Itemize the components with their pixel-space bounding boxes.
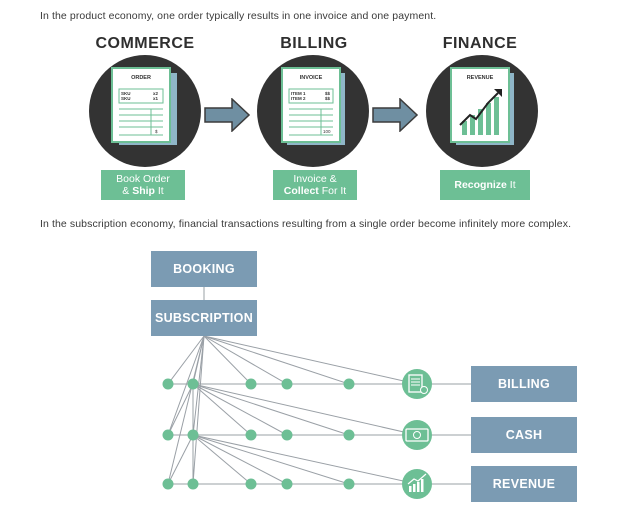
stage-title-commerce: COMMERCE bbox=[95, 35, 195, 52]
stage-label-billing: Invoice & Collect For It bbox=[273, 170, 357, 200]
output-revenue-box: REVENUE bbox=[471, 466, 577, 502]
subscription-economy-intro: In the subscription economy, financial t… bbox=[40, 218, 572, 230]
invoice-doc-title: INVOICE bbox=[299, 75, 323, 81]
output-billing-box: BILLING bbox=[471, 366, 577, 402]
tree-node bbox=[245, 378, 257, 390]
invoice-document: INVOICE ITEM 1 $$ ITEM 2 $$ 100 bbox=[281, 67, 341, 143]
stage-label-finance-bold: Recognize bbox=[454, 179, 507, 191]
order-doc-lines bbox=[118, 88, 164, 136]
revenue-growth-chart-icon bbox=[459, 89, 502, 135]
tree-node bbox=[343, 478, 355, 490]
tree-node bbox=[187, 478, 199, 490]
tree-node bbox=[245, 478, 257, 490]
order-line-2-qty: x1 bbox=[153, 96, 159, 101]
stage-label-commerce-post: It bbox=[154, 185, 164, 197]
stage-label-commerce: Book Order & Ship It bbox=[101, 170, 185, 200]
flow-arrow-2 bbox=[372, 98, 418, 132]
tree-node bbox=[343, 429, 355, 441]
invoice-lines: ITEM 1 $$ ITEM 2 $$ bbox=[291, 91, 330, 101]
invoice-total: 100 bbox=[323, 129, 331, 134]
order-document: ORDER SKU x2 SKU x1 $ bbox=[111, 67, 171, 143]
revenue-chart-icon bbox=[402, 469, 432, 499]
tree-node bbox=[245, 429, 257, 441]
stage-label-billing-post: For It bbox=[318, 185, 347, 197]
output-cash-box: CASH bbox=[471, 417, 577, 453]
flow-arrow-1 bbox=[204, 98, 250, 132]
stage-label-finance-post: It bbox=[506, 179, 516, 191]
tree-nodes bbox=[162, 378, 355, 490]
tree-node bbox=[187, 429, 199, 441]
booking-box: BOOKING bbox=[151, 251, 257, 287]
billing-circle: INVOICE ITEM 1 $$ ITEM 2 $$ 100 bbox=[257, 55, 369, 167]
stage-label-commerce-bold: Ship bbox=[132, 185, 155, 197]
revenue-document: REVENUE bbox=[450, 67, 510, 143]
order-total: $ bbox=[155, 129, 158, 134]
invoice-line-2-amount: $$ bbox=[325, 96, 331, 101]
invoice-icon bbox=[402, 369, 432, 399]
money-icon bbox=[402, 420, 432, 450]
invoice-doc-lines bbox=[288, 88, 334, 136]
tree-node bbox=[162, 429, 174, 441]
product-economy-intro: In the product economy, one order typica… bbox=[40, 10, 437, 22]
stage-label-finance: Recognize It bbox=[440, 170, 530, 200]
tree-node bbox=[162, 478, 174, 490]
tree-node bbox=[281, 378, 293, 390]
stage-label-billing-line1: Invoice & bbox=[293, 173, 337, 185]
revenue-doc-title: REVENUE bbox=[466, 75, 494, 81]
commerce-circle: ORDER SKU x2 SKU x1 $ bbox=[89, 55, 201, 167]
stage-title-billing: BILLING bbox=[280, 35, 348, 52]
invoice-line-1-amount: $$ bbox=[325, 91, 331, 96]
tree-node bbox=[343, 378, 355, 390]
finance-circle: REVENUE bbox=[426, 55, 538, 167]
tree-node bbox=[281, 429, 293, 441]
tree-node bbox=[281, 478, 293, 490]
order-line-2-item: SKU bbox=[121, 96, 131, 101]
stage-label-commerce-line1: Book Order bbox=[116, 173, 170, 185]
order-line-1-qty: x2 bbox=[153, 91, 159, 96]
tree-node bbox=[162, 378, 174, 390]
order-line-1-item: SKU bbox=[121, 91, 131, 96]
order-lines: SKU x2 SKU x1 bbox=[121, 91, 158, 101]
stage-label-billing-bold: Collect bbox=[283, 185, 319, 197]
invoice-line-2-item: ITEM 2 bbox=[291, 96, 306, 101]
stage-title-finance: FINANCE bbox=[442, 35, 518, 52]
stage-label-commerce-pre: & bbox=[122, 185, 133, 197]
tree-node bbox=[187, 378, 199, 390]
invoice-line-1-item: ITEM 1 bbox=[291, 91, 306, 96]
order-doc-title: ORDER bbox=[131, 75, 151, 81]
subscription-box: SUBSCRIPTION bbox=[151, 300, 257, 336]
